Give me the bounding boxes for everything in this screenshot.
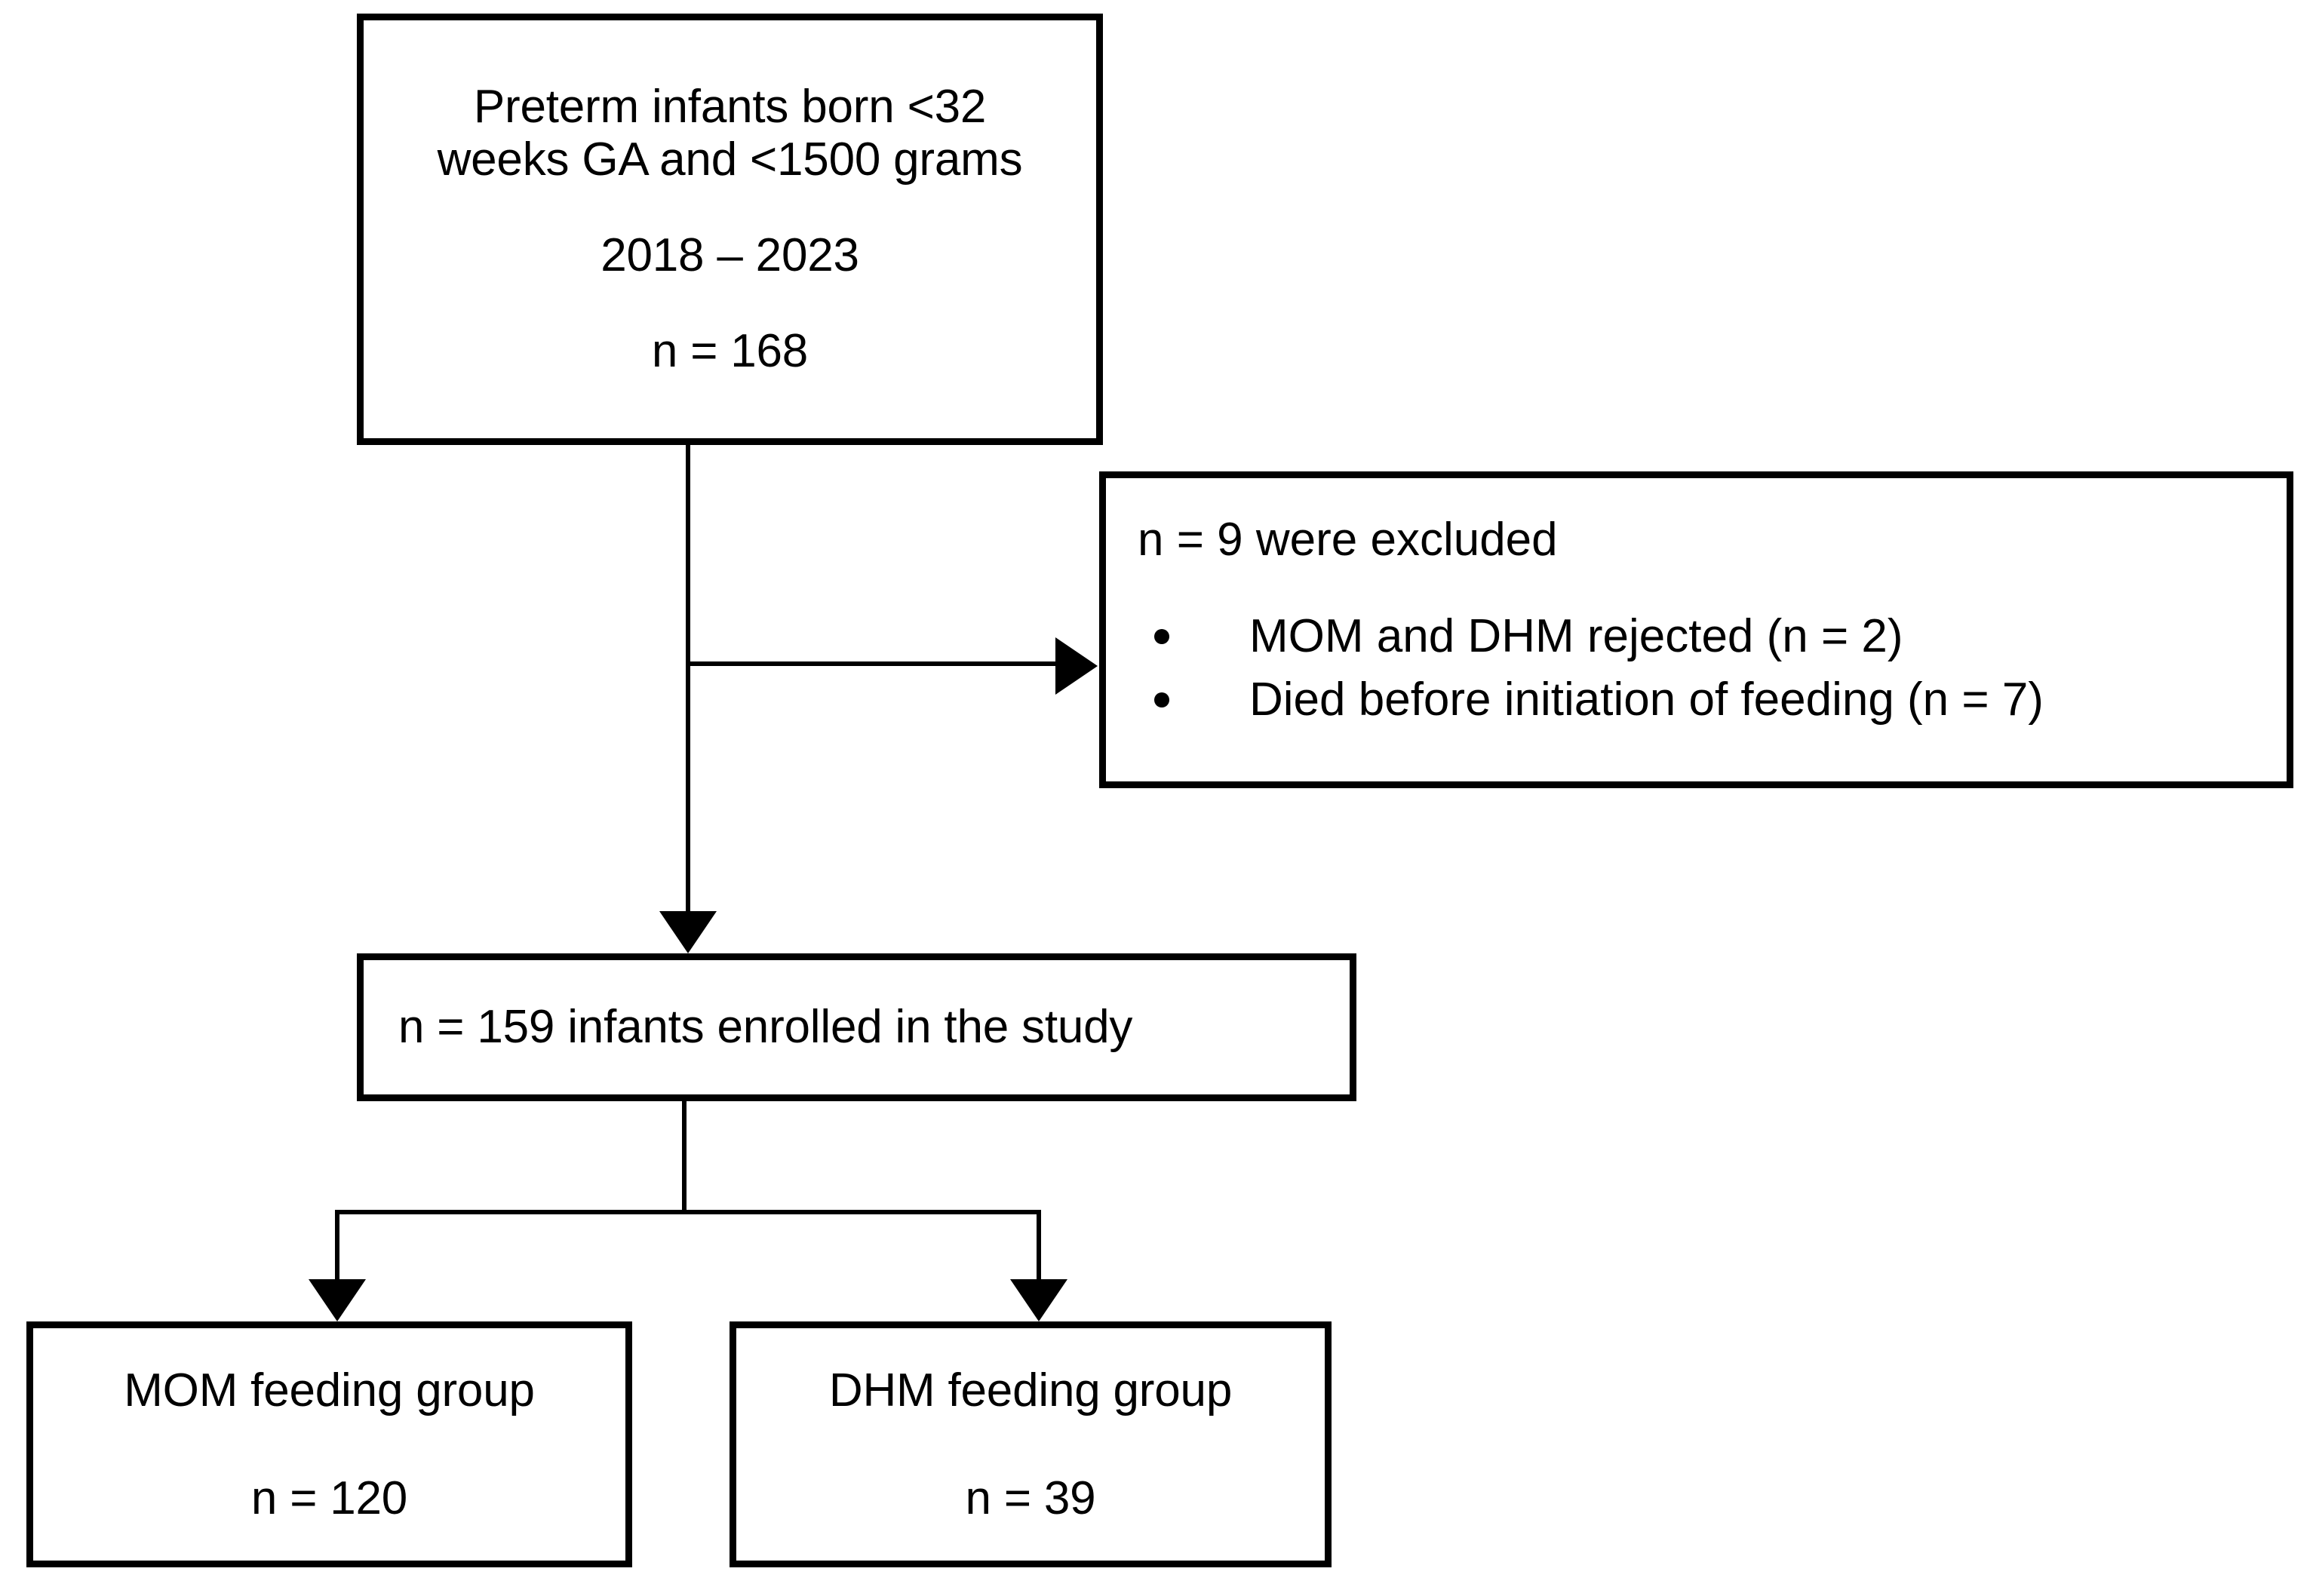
- arrow-right-icon-excluded: [1055, 637, 1098, 695]
- node-screened-population: Preterm infants born <32 weeks GA and <1…: [357, 14, 1103, 445]
- connector-enrolled-split-stem: [682, 1101, 687, 1214]
- list-item: Died before initiation of feeding (n = 7…: [1138, 668, 2044, 732]
- connector-screened-to-enrolled-line: [686, 445, 690, 913]
- arrow-down-icon-dhm: [1010, 1279, 1067, 1321]
- node-enrolled: n = 159 infants enrolled in the study: [357, 953, 1356, 1101]
- screened-count: n = 168: [651, 325, 809, 378]
- bullet-icon: [1154, 629, 1169, 645]
- dhm-group-count: n = 39: [965, 1472, 1096, 1524]
- dhm-group-label: DHM feeding group: [828, 1364, 1233, 1416]
- connector-enrolled-to-dhm-line: [1037, 1210, 1041, 1285]
- screened-line-3: 2018 – 2023: [601, 229, 859, 281]
- screened-line-1: Preterm infants born <32: [473, 81, 987, 134]
- node-excluded: n = 9 were excluded MOM and DHM rejected…: [1099, 471, 2293, 788]
- connector-screened-to-excluded-line: [686, 661, 1057, 666]
- enrolled-label: n = 159 infants enrolled in the study: [398, 1001, 1133, 1054]
- excluded-reason-list: MOM and DHM rejected (n = 2) Died before…: [1138, 605, 2044, 731]
- connector-enrolled-split-bar: [335, 1210, 1041, 1214]
- node-dhm-feeding-group: DHM feeding group n = 39: [730, 1321, 1332, 1567]
- connector-enrolled-to-mom-line: [335, 1210, 339, 1285]
- bullet-icon: [1154, 692, 1169, 707]
- list-item: MOM and DHM rejected (n = 2): [1138, 605, 2044, 668]
- arrow-down-icon-mom: [309, 1279, 366, 1321]
- excluded-reason-1: MOM and DHM rejected (n = 2): [1249, 610, 1903, 663]
- mom-group-label: MOM feeding group: [124, 1364, 535, 1416]
- mom-group-count: n = 120: [250, 1472, 408, 1524]
- arrow-down-icon-enrolled: [659, 911, 717, 953]
- node-mom-feeding-group: MOM feeding group n = 120: [26, 1321, 632, 1567]
- screened-line-2: weeks GA and <1500 grams: [437, 133, 1023, 186]
- excluded-title: n = 9 were excluded: [1138, 514, 1558, 566]
- excluded-reason-2: Died before initiation of feeding (n = 7…: [1249, 673, 2044, 726]
